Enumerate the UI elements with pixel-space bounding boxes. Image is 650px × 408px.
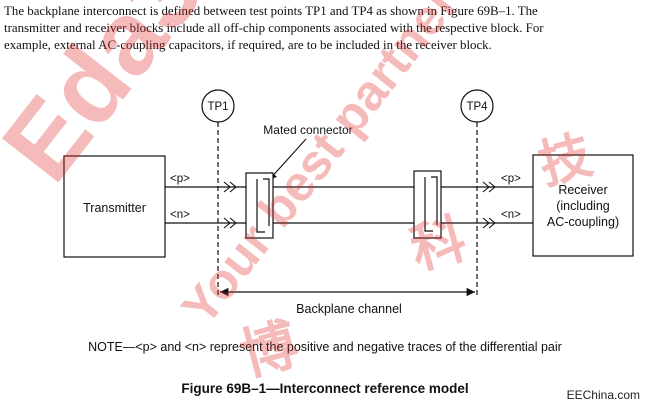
receiver-block <box>532 154 634 257</box>
p-label-right: <p> <box>501 173 521 185</box>
mated-connector-label: Mated connector <box>263 123 352 137</box>
mated-connector-right <box>413 170 442 239</box>
n-label-left: <n> <box>170 209 190 221</box>
paragraph-line-2: transmitter and receiver blocks include … <box>4 21 544 35</box>
transmitter-block <box>63 155 166 258</box>
paragraph-line-1: The backplane interconnect is defined be… <box>4 4 538 18</box>
receiver-label-line-1: Receiver <box>558 183 607 197</box>
figure-caption: Figure 69B–1—Interconnect reference mode… <box>181 381 469 396</box>
mated-connector-left <box>245 172 274 239</box>
figure-note: NOTE—<p> and <n> represent the positive … <box>88 340 562 354</box>
pin-chevrons-left <box>223 181 237 229</box>
tp4-label: TP4 <box>466 101 488 113</box>
intro-paragraph: The backplane interconnect is defined be… <box>4 3 646 54</box>
receiver-label-line-2: (including <box>556 199 610 213</box>
site-watermark: EEChina.com <box>566 388 640 402</box>
receiver-label-line-3: AC-coupling) <box>547 215 619 229</box>
transmitter-label: Transmitter <box>83 201 146 215</box>
n-label-right: <n> <box>501 209 521 221</box>
pin-chevrons-right <box>482 181 496 229</box>
paragraph-line-3: example, external AC-coupling capacitors… <box>4 38 492 52</box>
tp1-label: TP1 <box>207 101 228 113</box>
backplane-channel-label: Backplane channel <box>296 302 402 316</box>
p-label-left: <p> <box>170 173 190 185</box>
mated-connector-pointer <box>268 138 307 181</box>
